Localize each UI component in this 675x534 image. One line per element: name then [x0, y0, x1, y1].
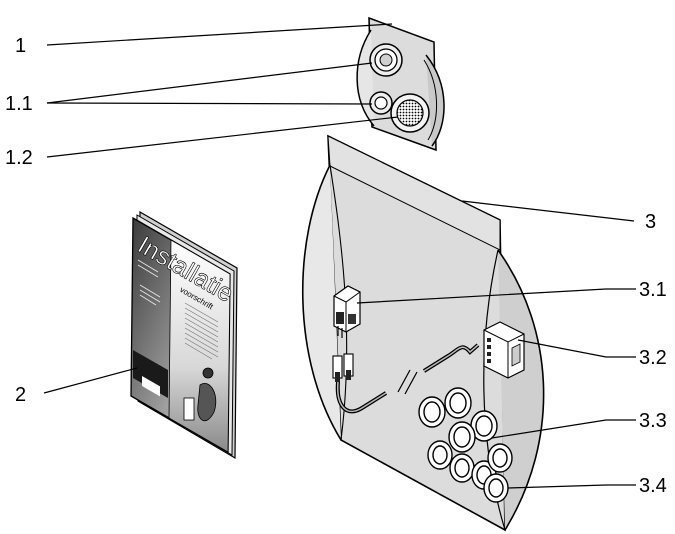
grommet-ring — [448, 421, 476, 453]
callout-3: 3 — [645, 211, 656, 233]
grommet-ring — [487, 443, 513, 473]
leader-1-1b — [46, 102, 373, 105]
callout-3-2: 3.2 — [639, 347, 667, 369]
cable-plug — [332, 353, 354, 382]
leader-1-2 — [46, 116, 399, 158]
installation-manual: Inst allatie voorschrift — [130, 210, 239, 460]
leader-1 — [46, 23, 393, 46]
callout-1-2: 1.2 — [5, 147, 33, 169]
grommet-ring — [444, 387, 472, 419]
callout-2: 2 — [15, 384, 26, 406]
callout-1-1: 1.1 — [5, 93, 33, 115]
leader-3 — [461, 200, 635, 222]
leader-3-2 — [517, 339, 636, 358]
grommet-ring — [427, 440, 453, 470]
leader-3-4 — [507, 484, 636, 489]
callout-labels: 1 1.1 1.2 2 3 3.1 3.2 3.3 3.4 — [5, 35, 667, 497]
grommet-ring — [449, 453, 475, 483]
large-bag — [302, 134, 545, 532]
terminal-block — [483, 321, 525, 379]
leader-3-3 — [491, 419, 636, 439]
grommet-small — [369, 91, 393, 115]
callout-3-4: 3.4 — [639, 475, 667, 497]
small-bag — [356, 16, 445, 152]
callout-1: 1 — [15, 35, 26, 57]
leader-lines — [43, 23, 636, 489]
leader-2 — [43, 367, 138, 394]
grommet-large — [369, 43, 403, 77]
leader-1-1a — [46, 62, 373, 104]
grommet-ring — [418, 396, 446, 428]
mesh-filter — [390, 93, 430, 133]
grommet-set — [418, 387, 513, 503]
callout-3-3: 3.3 — [639, 410, 667, 432]
leader-3-1 — [356, 288, 636, 304]
grommet-ring — [483, 473, 509, 503]
plug-connector — [333, 285, 361, 338]
callout-3-1: 3.1 — [639, 279, 667, 301]
